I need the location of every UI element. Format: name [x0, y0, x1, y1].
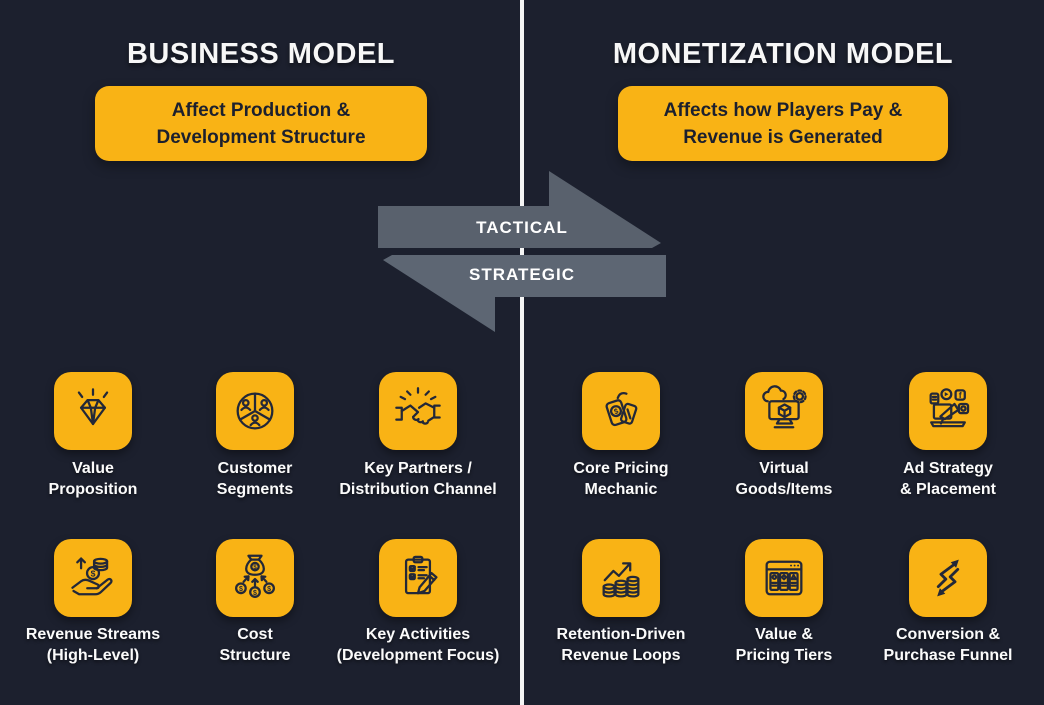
svg-text:$: $ [253, 590, 257, 597]
tile-label: Core Pricing Mechanic [573, 460, 669, 498]
tactical-label: TACTICAL [476, 218, 568, 237]
growth-coins-icon [582, 539, 660, 617]
pricing-table-icon [745, 539, 823, 617]
business-subtitle-line2: Development Structure [156, 126, 366, 148]
svg-text:$: $ [239, 586, 243, 593]
tile-label: Value & Pricing Tiers [735, 626, 833, 664]
tile-label: Cost Structure [219, 626, 291, 664]
business-subtitle-line1: Affect Production & [171, 99, 351, 121]
diamond-icon [54, 372, 132, 450]
strategic-left-arrow [383, 255, 666, 332]
strategic-label: STRATEGIC [469, 265, 575, 284]
tile-label: Virtual Goods/Items [735, 460, 833, 498]
monetization-model-title: MONETIZATION MODEL [612, 38, 954, 70]
center-divider-line [520, 0, 524, 705]
business-model-title: BUSINESS MODEL [126, 38, 396, 70]
tile-label: Value Proposition [48, 460, 138, 498]
monetization-subtitle-box: Affects how Players Pay & Revenue is Gen… [618, 86, 948, 161]
ad-megaphone-icon: f [909, 372, 987, 450]
business-subtitle-box: Affect Production & Development Structur… [95, 86, 427, 161]
svg-text:$: $ [253, 565, 257, 571]
handshake-icon [379, 372, 457, 450]
svg-text:$: $ [91, 568, 96, 578]
monetization-subtitle-line2: Revenue is Generated [683, 126, 883, 148]
tile-label: Customer Segments [216, 460, 294, 498]
virtual-goods-icon [745, 372, 823, 450]
money-bag-icon: $ $ $ $ [216, 539, 294, 617]
tile-label: Revenue Streams (High-Level) [25, 626, 161, 664]
hand-money-icon: $ [54, 539, 132, 617]
conversion-arrows-icon [909, 539, 987, 617]
checklist-pen-icon [379, 539, 457, 617]
price-tags-icon: $ [582, 372, 660, 450]
tile-label: Conversion & Purchase Funnel [883, 626, 1013, 664]
customer-segments-icon [216, 372, 294, 450]
tactical-right-arrow [378, 171, 661, 248]
tile-label: Key Activities (Development Focus) [336, 626, 500, 664]
tile-label: Key Partners / Distribution Channel [339, 460, 497, 498]
svg-text:$: $ [613, 406, 621, 416]
svg-text:f: f [959, 390, 962, 400]
svg-text:$: $ [267, 586, 271, 593]
tile-label: Retention-Driven Revenue Loops [556, 626, 686, 664]
monetization-subtitle-line1: Affects how Players Pay & [663, 99, 903, 121]
tile-label: Ad Strategy & Placement [899, 460, 997, 498]
